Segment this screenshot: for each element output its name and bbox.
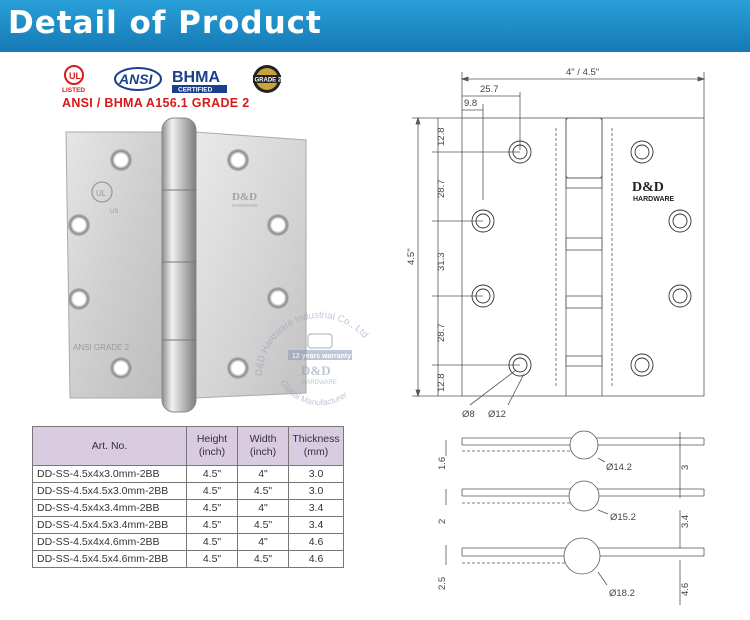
dim-v-4: 28.7 [436, 324, 447, 343]
ul-logo: UL LISTED [62, 65, 85, 94]
hole-small-label: Ø8 [462, 409, 475, 420]
ansi-text: ANSI [118, 71, 154, 87]
section-2-leaf: 2 [437, 519, 448, 524]
certification-logos: UL LISTED ANSI BHMA CERTIFIED GRADE 2 [62, 65, 282, 94]
svg-text:UL: UL [69, 71, 81, 81]
grade-standard-text: ANSI / BHMA A156.1 GRADE 2 [62, 96, 250, 110]
ul-stamp-mark: UL US [91, 181, 118, 215]
drawing-holes [471, 140, 692, 377]
cell-height: 4.5" [186, 550, 238, 568]
table-row: DD-SS-4.5x4x4.6mm-2BB 4.5" 4" 4.6 [32, 533, 344, 551]
cell-width: 4.5" [237, 550, 289, 568]
svg-text:US: US [110, 209, 118, 215]
dim-height: 4.5" [406, 248, 417, 265]
dim-v-5: 12.8 [436, 374, 447, 393]
hole-large-label: Ø12 [488, 409, 506, 420]
photo-screw-holes [68, 149, 289, 379]
page-title: Detail of Product [8, 5, 322, 41]
section-3-knuckle: Ø18.2 [609, 588, 635, 599]
hinge-photo: UL US D&D HARDWARE ANSI GRADE 2 [65, 117, 307, 413]
watermark-brand: D&D [301, 363, 331, 378]
spec-table: Art. No. Height (inch) Width (inch) Thic… [32, 426, 344, 568]
bhma-certified-text: CERTIFIED [178, 87, 213, 94]
bhma-text: BHMA [172, 69, 220, 86]
watermark-warranty: 12 years warranty [292, 353, 351, 360]
table-row: DD-SS-4.5x4.5x3.4mm-2BB 4.5" 4.5" 3.4 [32, 516, 344, 534]
grade-badge-text: GRADE 2 [255, 78, 282, 84]
dim-v-1: 12.8 [436, 128, 447, 147]
table-row: DD-SS-4.5x4x3.0mm-2BB 4.5" 4" 3.0 [32, 465, 344, 483]
cell-art-no: DD-SS-4.5x4x3.0mm-2BB [32, 465, 187, 483]
photo-ansi-grade-stamp: ANSI GRADE 2 [73, 343, 130, 352]
header-height: Height (inch) [186, 426, 238, 466]
cell-art-no: DD-SS-4.5x4.5x4.6mm-2BB [32, 550, 187, 568]
cell-height: 4.5" [186, 516, 238, 534]
table-row: DD-SS-4.5x4.5x4.6mm-2BB 4.5" 4.5" 4.6 [32, 550, 344, 568]
section-2-thickness: 3.4 [680, 515, 691, 528]
ul-listed-text: LISTED [62, 87, 85, 94]
cross-section-3 [445, 537, 705, 605]
section-2-knuckle: Ø15.2 [610, 512, 636, 523]
ansi-logo: ANSI [114, 67, 162, 91]
bhma-logo: BHMA CERTIFIED [172, 69, 227, 94]
dim-overall-width: 4" / 4.5" [566, 67, 599, 78]
section-1-knuckle: Ø14.2 [606, 462, 632, 473]
section-1-leaf: 1.6 [437, 457, 448, 470]
section-3-thickness: 4.6 [680, 583, 691, 596]
drawing-brand-sub: HARDWARE [633, 196, 675, 203]
section-3-leaf: 2.5 [437, 577, 448, 590]
dim-v-2: 28.7 [436, 180, 447, 199]
header-art-no: Art. No. [32, 426, 187, 466]
section-1-thickness: 3 [680, 465, 691, 470]
cell-thickness: 4.6 [288, 550, 344, 568]
cell-art-no: DD-SS-4.5x4x4.6mm-2BB [32, 533, 187, 551]
header-thickness: Thickness (mm) [288, 426, 344, 466]
watermark-brand-sub: HARDWARE [302, 380, 337, 386]
cross-section-1 [445, 430, 705, 498]
drawing-brand: D&D [632, 180, 664, 195]
cell-height: 4.5" [186, 482, 238, 500]
photo-brand-sub: HARDWARE [232, 203, 258, 208]
cell-thickness: 3.0 [288, 482, 344, 500]
cell-art-no: DD-SS-4.5x4x3.4mm-2BB [32, 499, 187, 517]
dim-9-8: 9.8 [464, 98, 477, 109]
table-header-row: Art. No. Height (inch) Width (inch) Thic… [32, 426, 344, 466]
photo-brand-stamp: D&D [232, 191, 257, 203]
table-row: DD-SS-4.5x4.5x3.0mm-2BB 4.5" 4.5" 3.0 [32, 482, 344, 500]
dim-25-7: 25.7 [480, 84, 499, 95]
header-width: Width (inch) [237, 426, 289, 466]
grade-badge-logo: GRADE 2 [253, 65, 282, 93]
svg-text:UL: UL [96, 189, 107, 198]
cross-section-2 [445, 480, 705, 548]
dim-v-3: 31.3 [436, 253, 447, 272]
header-banner: Detail of Product [0, 0, 750, 52]
